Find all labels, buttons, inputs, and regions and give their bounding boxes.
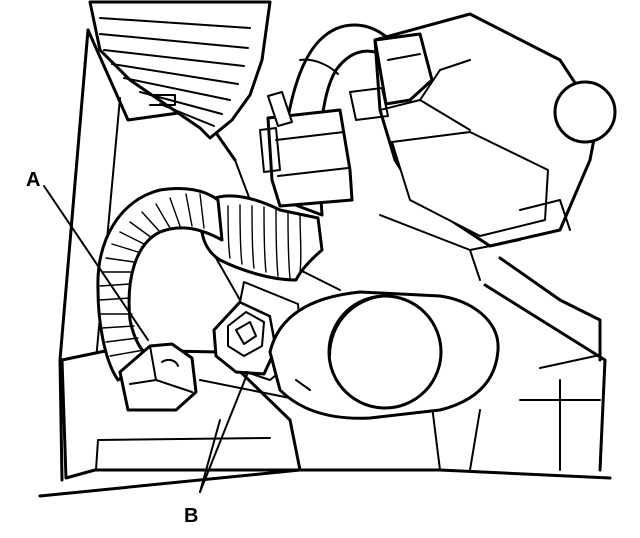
intake-hose (88, 0, 272, 140)
throttle-flange (268, 290, 500, 420)
center-hose (200, 194, 324, 282)
leader-line-b1 (199, 371, 249, 493)
leader-line-b2 (199, 419, 221, 493)
wire-harness (96, 186, 224, 382)
harness-connector-a (118, 342, 198, 412)
callout-label-a: A (26, 169, 40, 191)
top-hose-connector (259, 91, 354, 208)
leader-lines (43, 185, 249, 493)
leader-line-a (43, 185, 149, 341)
callout-label-b: B (184, 505, 198, 527)
coil-housing (349, 12, 617, 248)
